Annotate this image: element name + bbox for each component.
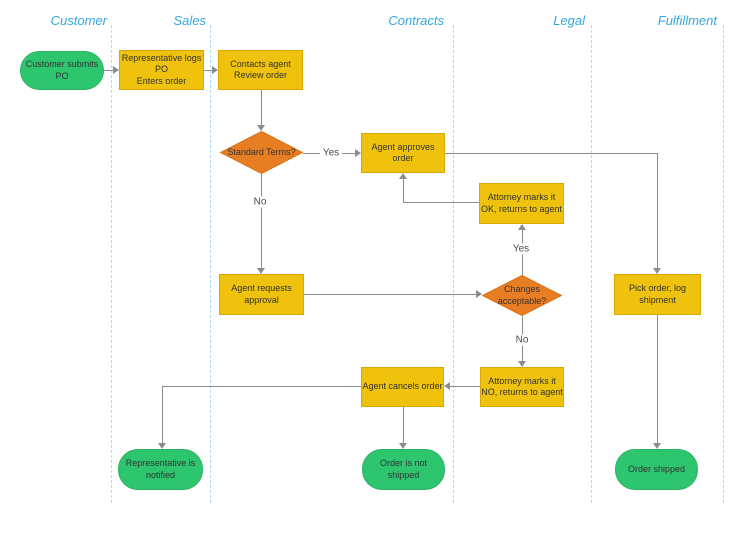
process-agent-requests-approval: Agent requests approval [219, 274, 304, 315]
connector-line [261, 90, 262, 125]
arrowhead [257, 125, 265, 131]
process-pick-order-log-shipment: Pick order, log shipment [614, 274, 701, 315]
connector-line [450, 386, 480, 387]
process-attorney-marks-no: Attorney marks it NO, returns to agent [480, 367, 564, 407]
connector-line [304, 294, 476, 295]
connector-line [162, 386, 361, 387]
connector-line [657, 153, 658, 268]
decision-changes-acceptable: Changes acceptable? [482, 275, 562, 316]
lane-label-contracts: Contracts [388, 13, 444, 28]
lane-label-fulfillment: Fulfillment [657, 13, 717, 28]
edge-label-changes-no: No [512, 334, 532, 346]
decision-label: Standard Terms? [227, 146, 296, 157]
lane-divider [591, 25, 592, 503]
arrowhead [399, 443, 407, 449]
arrowhead [518, 224, 526, 230]
terminator-order-shipped: Order shipped [615, 449, 698, 490]
diamond-shape [482, 275, 562, 316]
connector-line [657, 315, 658, 443]
lane-label-sales: Sales [173, 13, 206, 28]
arrowhead [257, 268, 265, 274]
arrowhead [476, 290, 482, 298]
arrowhead [158, 443, 166, 449]
arrowhead [518, 361, 526, 367]
arrowhead [653, 443, 661, 449]
diamond-shape [220, 131, 303, 174]
process-contacts-agent-review-order: Contacts agent Review order [218, 50, 303, 90]
arrowhead [113, 66, 119, 74]
process-attorney-marks-ok: Attorney marks it OK, returns to agent [479, 183, 564, 224]
terminator-customer-submits-po: Customer submits PO [20, 51, 104, 90]
lane-label-customer: Customer [50, 13, 107, 28]
connector-line [204, 70, 212, 71]
edge-label-changes-yes: Yes [509, 243, 533, 255]
lane-divider [210, 25, 211, 503]
lane-label-legal: Legal [553, 13, 585, 28]
process-agent-cancels-order: Agent cancels order [361, 367, 444, 407]
lane-divider [723, 25, 724, 503]
process-representative-logs-order: Representative logs PO Enters order [119, 50, 204, 90]
arrowhead [399, 173, 407, 179]
terminator-representative-notified: Representative is notified [118, 449, 203, 490]
connector-line [104, 70, 113, 71]
connector-line [261, 174, 262, 268]
decision-label: Changes acceptable? [497, 284, 547, 306]
connector-line [445, 153, 658, 154]
connector-line [403, 179, 404, 203]
connector-line [403, 407, 404, 443]
arrowhead [212, 66, 218, 74]
lane-divider [111, 25, 112, 503]
arrowhead [653, 268, 661, 274]
lane-divider [453, 25, 454, 503]
arrowhead [444, 382, 450, 390]
terminator-order-not-shipped: Order is not shipped [362, 449, 445, 490]
connector-line [403, 202, 479, 203]
edge-label-standard-terms-yes: Yes [319, 147, 343, 159]
arrowhead [355, 149, 361, 157]
process-agent-approves-order: Agent approves order [361, 133, 445, 173]
edge-label-standard-terms-no: No [250, 196, 270, 208]
connector-line [162, 386, 163, 443]
decision-standard-terms: Standard Terms? [220, 131, 303, 174]
